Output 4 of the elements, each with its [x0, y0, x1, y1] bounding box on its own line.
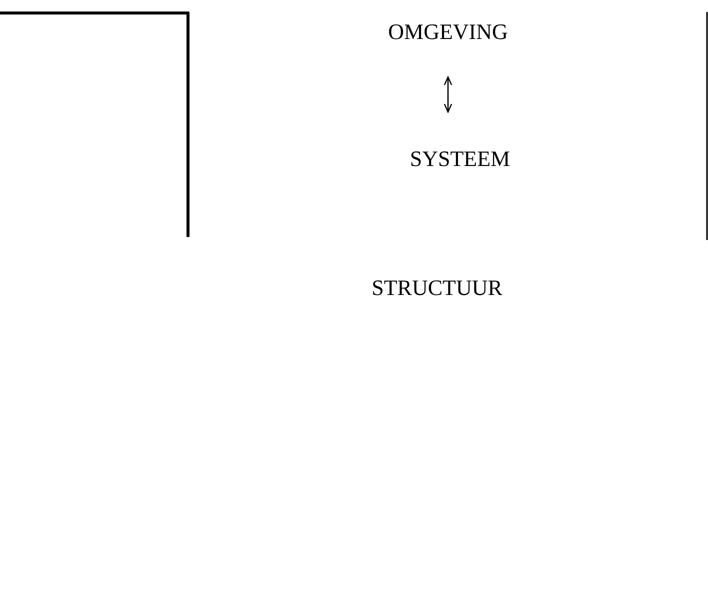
node-label: SYSTEEM [410, 146, 510, 172]
node-label: OMGEVING [388, 19, 508, 45]
text-label: STRUCTUUR [372, 275, 502, 301]
double-arrow [444, 76, 452, 113]
